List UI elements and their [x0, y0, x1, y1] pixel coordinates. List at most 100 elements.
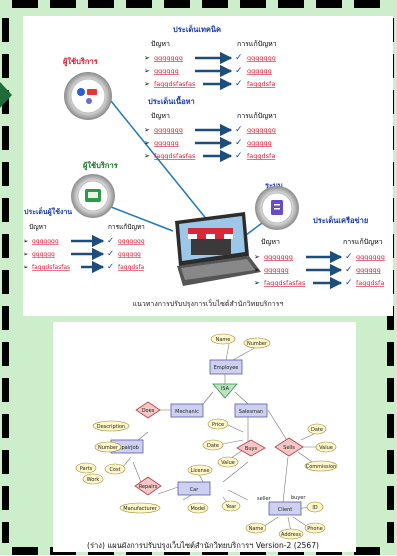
user-problem-header: ปัญหา: [29, 223, 47, 231]
er-entity: [268, 501, 302, 516]
laptop-store-icon: [175, 212, 261, 286]
network-solution-3: faggdsfa: [356, 279, 384, 287]
network-rows: ➢ ggggggg ✓ ggggggg ➢ gggggg ✓ gggggg ➢ …: [254, 250, 385, 290]
er-attribute: ID: [312, 505, 317, 511]
live-icon: [87, 89, 97, 95]
er-attribute: Cost: [109, 467, 120, 473]
er-attribute: Work: [87, 477, 100, 483]
network-problem-2: gggggg: [264, 266, 289, 274]
user-solution-3: faggdsfa: [118, 264, 144, 271]
network-solution-2: gggggg: [356, 266, 381, 274]
diagram-caption: แนวทางการปรับปรุงการเว็บไซต์สำนักวิทยบริ…: [133, 299, 284, 308]
svg-text:➢: ➢: [144, 126, 150, 134]
er-entities: Employee Mechanic Salesman RepairJob Car…: [110, 359, 302, 516]
svg-text:➢: ➢: [254, 253, 260, 261]
svg-text:✓: ✓: [345, 265, 353, 275]
content-solution-2: gggggg: [247, 139, 272, 147]
er-attribute: Address: [281, 532, 301, 538]
er-entity-label: Employee: [214, 365, 239, 371]
svg-text:✓: ✓: [235, 79, 243, 89]
er-relationship: [135, 401, 161, 419]
svg-text:✓: ✓: [235, 138, 243, 148]
content-solution-1: ggggggg: [247, 126, 276, 134]
svg-text:✓: ✓: [107, 249, 114, 259]
er-attribute: Phone: [307, 526, 323, 532]
svg-text:✓: ✓: [235, 151, 243, 161]
network-solution-header: การแก้ปัญหา: [343, 238, 383, 246]
svg-text:✓: ✓: [107, 262, 114, 272]
er-diagram: Employee Mechanic Salesman RepairJob Car…: [75, 333, 338, 550]
er-relationship-label: Buys: [245, 446, 258, 452]
svg-text:✓: ✓: [235, 125, 243, 135]
dashed-border-top: [12, 0, 392, 8]
er-role-label: buyer: [291, 495, 306, 501]
er-entity-label: Salesman: [239, 409, 263, 415]
er-attribute: Parts: [80, 466, 93, 472]
er-attribute: Date: [207, 443, 219, 449]
content-problem-3: faggdsfasfas: [154, 152, 196, 160]
er-diagram-caption: (ร่าง) แผนผังการปรับปรุงเว็บไซต์สำนักวิท…: [87, 540, 319, 550]
er-relationship: [134, 476, 162, 496]
user-issue-title: ประเด็นผู้ใช้งาน: [24, 207, 72, 217]
er-attribute: Name: [216, 337, 231, 343]
svg-text:➢: ➢: [144, 152, 150, 160]
svg-text:➢: ➢: [23, 237, 29, 245]
user-solution-2: gggggg: [118, 251, 141, 258]
svg-text:✓: ✓: [235, 53, 243, 63]
svg-text:✓: ✓: [235, 66, 243, 76]
er-attribute: Date: [311, 427, 323, 433]
content-problem-2: gggggg: [154, 139, 179, 147]
er-relationship-label: Does: [142, 408, 155, 414]
user-top-label: ผู้ใช้บริการ: [63, 57, 99, 67]
er-entity: [209, 359, 243, 375]
network-problem-1: ggggggg: [264, 253, 293, 261]
er-entity-label: RepairJob: [115, 445, 139, 451]
tech-problem-header: ปัญหา: [151, 40, 170, 48]
tech-solution-2: gggggg: [247, 67, 272, 75]
svg-text:➢: ➢: [144, 67, 150, 75]
er-attribute: Number: [247, 341, 268, 347]
connector-line: [110, 100, 209, 222]
er-attributes: Name Number Description Number Parts Cos…: [75, 333, 338, 540]
user-mid-avatar: [71, 174, 115, 218]
user-rows: ➢ ggggggg ✓ ggggggg ➢ gggggg ✓ gggggg ➢ …: [23, 234, 145, 274]
dashed-border-left: [2, 18, 9, 543]
improvement-diagram: ประเด็นเทคนิค ปัญหา การแก้ปัญหา ➢ gggggg…: [23, 24, 385, 308]
content-solution-header: การแก้ปัญหา: [237, 112, 277, 120]
tech-problem-3: faggdsfasfas: [154, 80, 196, 88]
user-problem-2: gggggg: [32, 251, 55, 258]
forms-icon: [271, 200, 283, 215]
er-entity-label: Mechanic: [175, 409, 199, 415]
er-diagram-card: Employee Mechanic Salesman RepairJob Car…: [53, 322, 356, 552]
er-attribute: Description: [97, 424, 125, 430]
er-entity: [177, 481, 211, 496]
er-attribute: License: [191, 468, 210, 474]
tech-solution-1: ggggggg: [247, 54, 276, 62]
svg-text:➢: ➢: [144, 54, 150, 62]
er-attribute: Manufacturer: [123, 506, 157, 512]
er-entity: [170, 403, 204, 418]
svg-text:✓: ✓: [107, 236, 114, 246]
er-attribute: Price: [212, 422, 224, 428]
tech-issue-title: ประเด็นเทคนิค: [173, 24, 221, 34]
svg-text:➢: ➢: [144, 80, 150, 88]
user-problem-3: faggdsfasfas: [32, 264, 70, 271]
user-mid-label: ผู้ใช้บริการ: [83, 161, 119, 171]
network-solution-1: ggggggg: [356, 253, 385, 261]
tech-solution-3: faggdsfa: [247, 80, 275, 88]
content-problem-header: ปัญหา: [151, 112, 170, 120]
user-solution-1: ggggggg: [118, 238, 145, 245]
er-entity: [234, 403, 268, 418]
user-solution-header: การแก้ปัญหา: [108, 223, 145, 231]
svg-text:➢: ➢: [254, 279, 260, 287]
er-attribute: Number: [98, 445, 119, 451]
svg-text:➢: ➢: [144, 139, 150, 147]
er-relationship: [236, 439, 266, 457]
svg-text:➢: ➢: [23, 263, 29, 271]
user-problem-1: ggggggg: [32, 238, 59, 245]
system-label: ระบบ: [265, 181, 283, 190]
er-relationships: Does Buys Sells Repairs: [134, 401, 304, 496]
app-icon: [86, 98, 92, 104]
tech-problem-2: gggggg: [154, 67, 179, 75]
content-problem-1: ggggggg: [154, 126, 183, 134]
